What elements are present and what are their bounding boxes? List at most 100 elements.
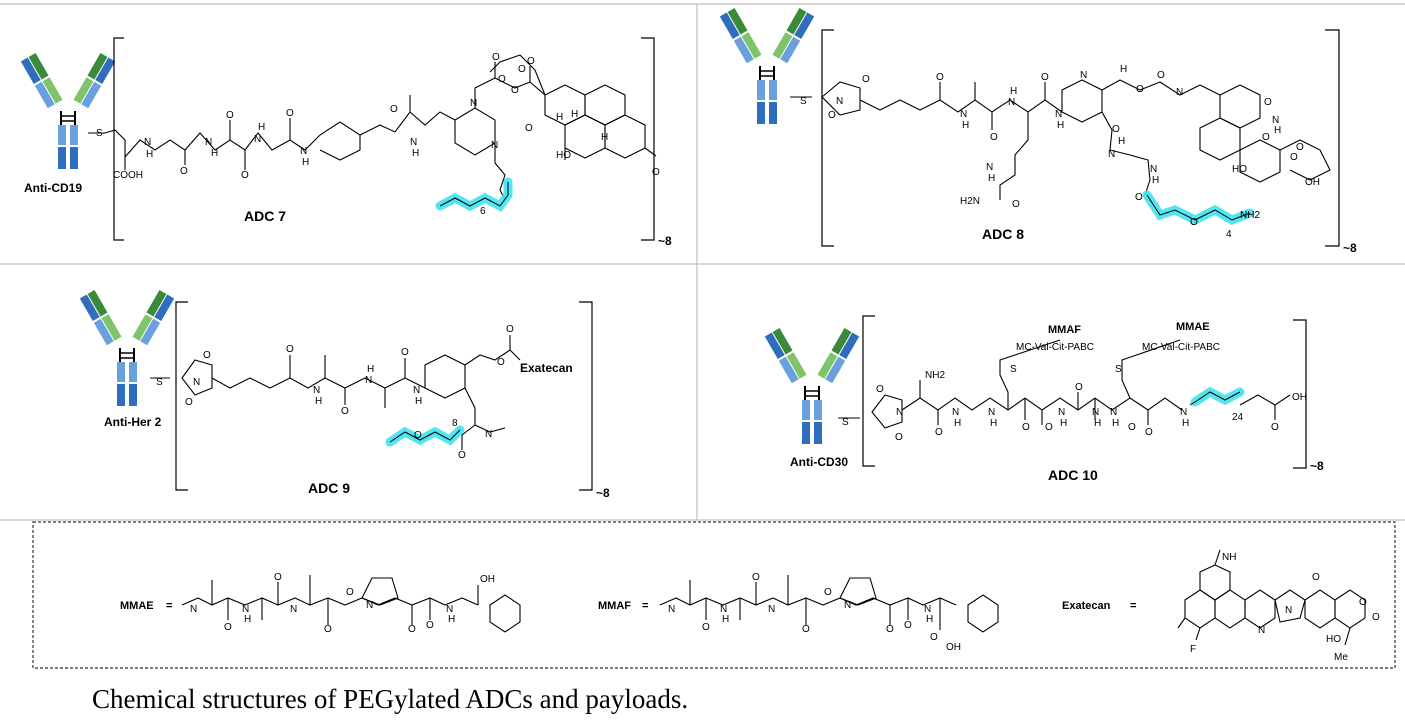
svg-text:O: O — [426, 620, 434, 631]
mmaf-structure — [659, 575, 999, 633]
svg-text:O: O — [401, 347, 409, 358]
svg-text:O: O — [802, 624, 810, 635]
svg-text:S: S — [96, 128, 103, 139]
svg-text:N: N — [144, 137, 151, 148]
payload-name: MMAE — [120, 600, 154, 612]
bracket-right — [1325, 29, 1340, 247]
svg-text:O: O — [1296, 142, 1304, 153]
svg-text:N: N — [1080, 70, 1087, 81]
svg-text:H: H — [1094, 418, 1101, 429]
adc9-structure — [150, 335, 521, 450]
svg-text:O: O — [286, 344, 294, 355]
mmae-atoms: N O N H O N O O N O O N H OH — [190, 572, 495, 635]
svg-text:H: H — [926, 614, 933, 625]
svg-text:N: N — [1008, 97, 1015, 108]
svg-text:OH: OH — [1292, 392, 1307, 403]
svg-text:N: N — [896, 407, 903, 418]
bracket-right — [1293, 319, 1307, 469]
svg-text:O: O — [274, 572, 282, 583]
svg-text:O: O — [1157, 70, 1165, 81]
svg-text:H: H — [1182, 418, 1189, 429]
svg-text:O: O — [1264, 97, 1272, 108]
svg-text:N: N — [1272, 115, 1279, 126]
peg-repeat: 4 — [1226, 229, 1232, 240]
svg-text:O: O — [458, 450, 466, 461]
svg-text:O: O — [1045, 422, 1053, 433]
dar-label: ~8 — [1343, 241, 1357, 255]
adc10-atoms: S O N O NH2 N H O S N H O N H O S N H O … — [842, 364, 1307, 443]
svg-text:N: N — [988, 407, 995, 418]
svg-text:H: H — [367, 364, 374, 375]
svg-text:O: O — [341, 406, 349, 417]
svg-text:HO: HO — [556, 150, 571, 161]
svg-text:N: N — [1110, 407, 1117, 418]
payload-mmaf: MMAF = N O N H O N O O N O O — [598, 572, 999, 653]
svg-text:N: N — [668, 604, 675, 615]
peg-repeat: 6 — [480, 206, 486, 217]
svg-text:O: O — [518, 64, 526, 75]
svg-text:O: O — [1145, 427, 1153, 438]
svg-text:N: N — [410, 137, 417, 148]
svg-text:O: O — [408, 624, 416, 635]
svg-text:H: H — [415, 396, 422, 407]
payload-name: MMAF — [598, 600, 631, 612]
svg-text:N: N — [720, 604, 727, 615]
adc-title: ADC 8 — [982, 226, 1024, 242]
svg-text:O: O — [527, 56, 535, 67]
svg-text:O: O — [930, 632, 938, 643]
svg-text:S: S — [1115, 364, 1122, 375]
panel-grid — [0, 3, 1405, 521]
svg-text:O: O — [1128, 422, 1136, 433]
svg-text:O: O — [752, 572, 760, 583]
svg-text:O: O — [935, 427, 943, 438]
panel-adc7: Anti-CD19 ~8 ADC 7 — [19, 37, 672, 248]
svg-text:N: N — [1092, 407, 1099, 418]
svg-text:O: O — [506, 324, 514, 335]
svg-text:H: H — [1120, 64, 1127, 75]
svg-text:O: O — [185, 397, 193, 408]
svg-text:Exatecan: Exatecan — [520, 361, 573, 375]
svg-text:O: O — [324, 624, 332, 635]
svg-text:N: N — [1285, 605, 1292, 616]
svg-text:H: H — [146, 149, 153, 160]
bracket-left — [862, 315, 875, 467]
svg-text:N: N — [470, 98, 477, 109]
exatecan-structure — [1177, 549, 1366, 646]
svg-text:N: N — [413, 385, 420, 396]
svg-text:F: F — [1190, 644, 1196, 655]
svg-text:H2N: H2N — [960, 196, 980, 207]
svg-text:O: O — [1359, 597, 1367, 608]
svg-text:H: H — [211, 148, 218, 159]
svg-text:O: O — [1112, 124, 1120, 135]
adc7-atoms: S N H COOH O O H N H N O N H O N H O N N… — [96, 52, 660, 181]
payload-exatecan: Exatecan = NH N O N O F HO O Me — [1062, 549, 1380, 663]
adc-title: ADC 7 — [244, 208, 286, 224]
antibody-label: Anti-CD19 — [24, 181, 82, 195]
svg-text:N: N — [254, 134, 261, 145]
svg-text:H: H — [448, 614, 455, 625]
svg-text:O: O — [414, 430, 422, 441]
svg-text:O: O — [1372, 612, 1380, 623]
svg-text:O: O — [936, 72, 944, 83]
svg-text:O: O — [828, 110, 836, 121]
svg-text:N: N — [1058, 407, 1065, 418]
svg-text:O: O — [497, 357, 505, 368]
svg-text:N: N — [1108, 149, 1115, 160]
adc9-atoms: S O N O O N H O N H O N H O O Exatecan N… — [156, 324, 573, 461]
svg-text:N: N — [205, 137, 212, 148]
payload-box — [32, 521, 1396, 669]
antibody-label: Anti-Her 2 — [104, 415, 162, 429]
svg-text:O: O — [498, 74, 506, 85]
dar-label: ~8 — [1310, 459, 1324, 473]
svg-text:O: O — [990, 132, 998, 143]
svg-text:O: O — [1190, 217, 1198, 228]
svg-text:S: S — [156, 377, 163, 388]
peg-repeat: 24 — [1232, 412, 1244, 423]
svg-text:HO: HO — [1326, 634, 1341, 645]
svg-text:O: O — [511, 85, 519, 96]
svg-text:8: 8 — [452, 418, 458, 429]
payload-tag: MMAE — [1176, 321, 1210, 333]
svg-text:O: O — [895, 432, 903, 443]
mmaf-atoms: N O N H O N O O N O O N H O OH — [668, 572, 961, 653]
